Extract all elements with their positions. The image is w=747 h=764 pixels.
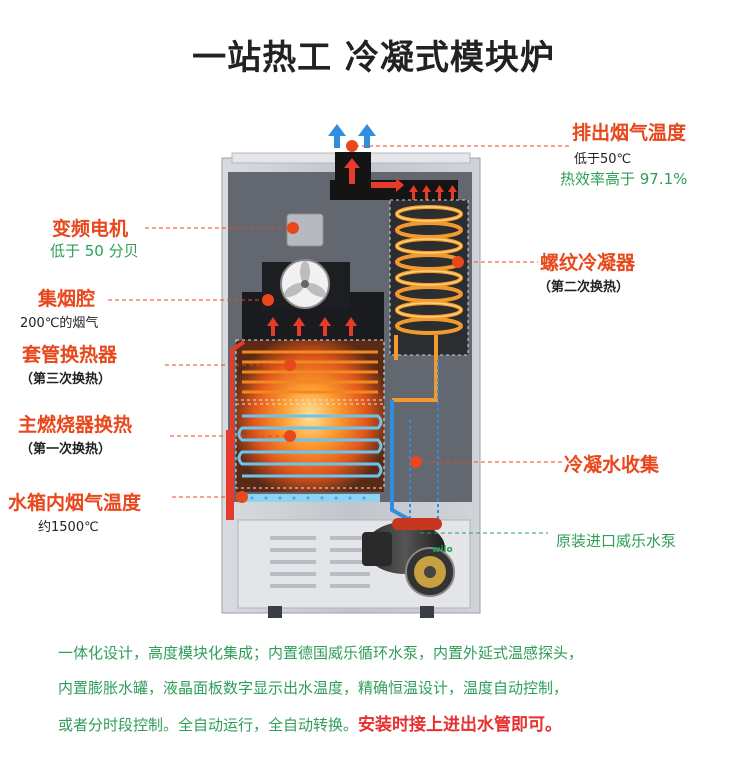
page-title: 一站热工 冷凝式模块炉: [192, 38, 555, 78]
condenser-title: 螺纹冷凝器: [540, 252, 636, 274]
exhaust-temp-title: 排出烟气温度: [572, 122, 687, 144]
description-line-2: 内置膨胀水罐，液晶面板数字显示出水温度，精确恒温设计，温度自动控制，: [58, 679, 569, 697]
tank-smoke-temp-value: 约1500℃: [38, 520, 99, 535]
smoke-chamber-title: 集烟腔: [38, 288, 96, 310]
inverter-motor: [286, 213, 324, 247]
install-note: 安装时接上进出水管即可。: [358, 715, 563, 735]
leader-dots: [236, 140, 464, 503]
leader-lines: [108, 145, 570, 534]
burner-stage: （第一次换热）: [20, 442, 112, 457]
motor-noise: 低于 50 分贝: [50, 242, 139, 260]
smoke-chamber: [242, 292, 384, 340]
motor-title: 变频电机: [52, 218, 129, 240]
description-line-3: 或者分时段控制。全自动运行，全自动转换。安装时接上进出水管即可。: [58, 710, 562, 735]
condenser-stage: （第二次换热）: [538, 280, 630, 295]
sleeve-exchanger-title: 套管换热器: [22, 344, 118, 366]
water-pipes: [226, 340, 439, 522]
wilo-pump: wilo: [362, 518, 455, 597]
exhaust-arrows: [328, 124, 376, 148]
smoke-chamber-temp: 200℃的烟气: [20, 316, 99, 331]
description-line-3-text: 或者分时段控制。全自动运行，全自动转换。: [58, 716, 359, 734]
flue-duct: [330, 152, 458, 200]
spiral-condenser: [389, 199, 469, 402]
description-line-1: 一体化设计，高度模块化集成；内置德国威乐循环水泵，内置外延式温感探头，: [58, 644, 584, 662]
condenser-heat-arrows: [409, 185, 457, 200]
exhaust-temp-value: 低于50℃: [574, 152, 632, 167]
burner-title: 主燃烧器换热: [18, 414, 133, 436]
heat-exchanger: [235, 339, 385, 502]
tank-smoke-temp-title: 水箱内烟气温度: [8, 492, 142, 514]
efficiency-value: 热效率高于 97.1%: [560, 170, 688, 188]
sleeve-exchanger-stage: （第三次换热）: [20, 372, 112, 387]
pump-brand-text: wilo: [432, 545, 453, 555]
pump-title: 原装进口威乐水泵: [556, 532, 677, 550]
condensate-collection-title: 冷凝水收集: [564, 454, 660, 476]
fan: [262, 259, 350, 310]
